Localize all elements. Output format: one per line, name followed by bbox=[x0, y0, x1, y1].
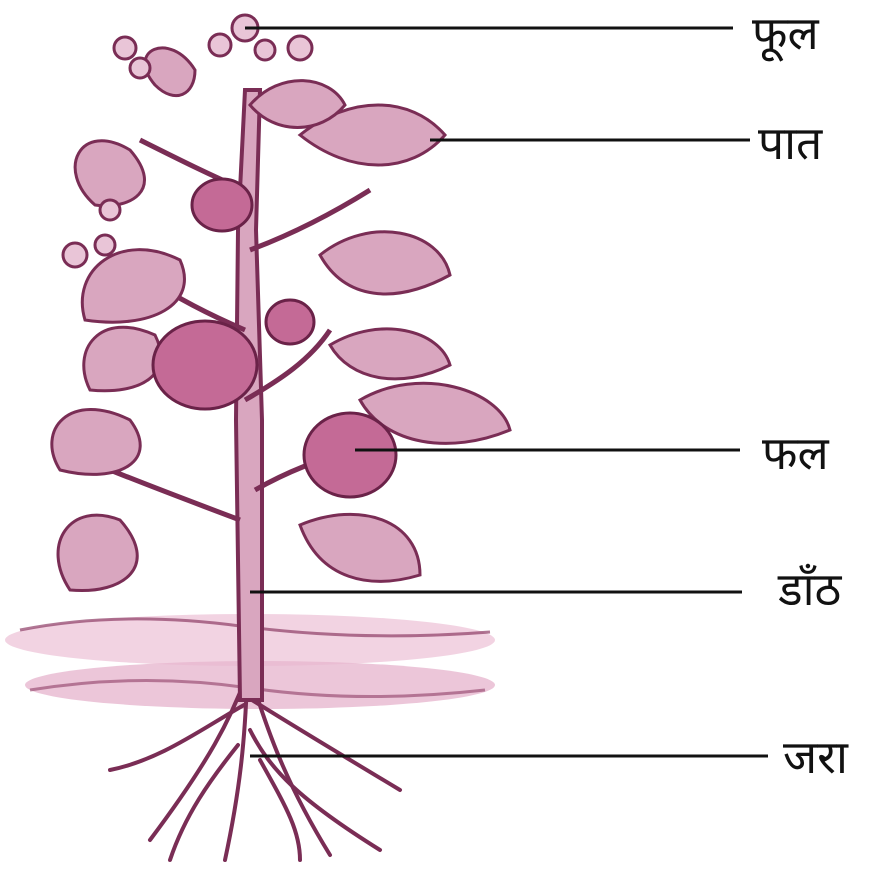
stem-label: डाँठ bbox=[778, 566, 841, 612]
flower-label: फूल bbox=[752, 10, 819, 56]
leaf-label: पात bbox=[758, 120, 822, 166]
root-label: जरा bbox=[783, 734, 848, 780]
fruit-label: फल bbox=[762, 430, 829, 476]
